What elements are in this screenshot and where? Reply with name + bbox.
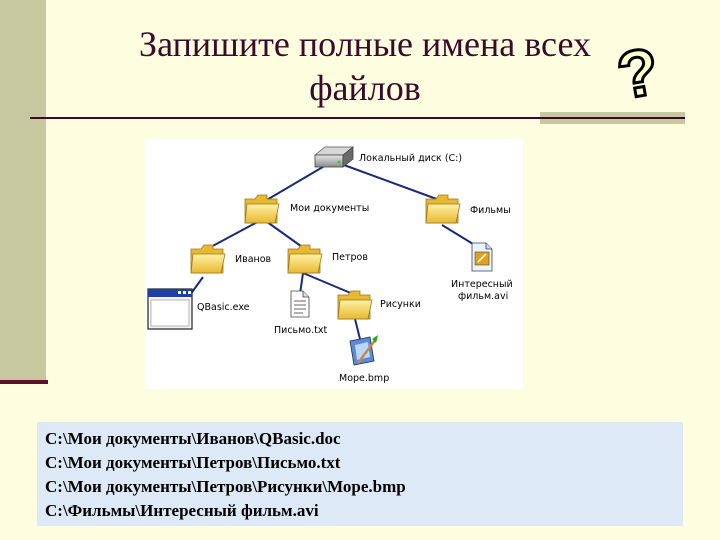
text-file-icon bbox=[290, 290, 310, 318]
folder-icon-pictures bbox=[337, 290, 373, 320]
label-ivanov: Иванов bbox=[235, 254, 272, 265]
slide-title: Запишите полные имена всех файлов bbox=[60, 22, 670, 110]
label-petrov: Петров bbox=[332, 252, 368, 263]
edge-petrov-letter bbox=[299, 272, 304, 295]
answer-line-4: C:\Фильмы\Интересный фильм.avi bbox=[45, 501, 319, 520]
side-accent-line bbox=[0, 380, 48, 384]
edge-mydocs-petrov bbox=[262, 218, 306, 250]
label-pictures: Рисунки bbox=[380, 299, 421, 310]
answer-box: C:\Мои документы\Иванов\QBasic.doc C:\Мо… bbox=[37, 422, 683, 526]
title-rule bbox=[30, 117, 685, 119]
answer-line-2: C:\Мои документы\Петров\Письмо.txt bbox=[45, 453, 341, 472]
video-file-icon bbox=[471, 242, 493, 272]
label-my-documents: Мои документы bbox=[290, 203, 370, 214]
folder-icon-petrov bbox=[287, 244, 323, 274]
application-window-icon bbox=[147, 288, 193, 330]
edge-drive-mydocs bbox=[264, 160, 334, 202]
edge-mydocs-ivanov bbox=[206, 218, 264, 250]
title-line-2: файлов bbox=[309, 68, 421, 108]
label-movies: Фильмы bbox=[470, 205, 511, 216]
label-drive: Локальный диск (C:) bbox=[359, 153, 463, 164]
side-accent-bar bbox=[0, 0, 46, 382]
label-letter-file: Письмо.txt bbox=[274, 325, 328, 336]
label-film-file-line2: фильм.avi bbox=[458, 291, 509, 302]
folder-icon-ivanov bbox=[190, 244, 226, 274]
folder-icon-movies bbox=[425, 194, 461, 224]
answer-line-3: C:\Мои документы\Петров\Рисунки\Море.bmp bbox=[45, 477, 406, 496]
answer-line-1: C:\Мои документы\Иванов\QBasic.doc bbox=[45, 429, 341, 448]
tree-canvas bbox=[147, 146, 493, 366]
folder-icon-mydocs bbox=[244, 194, 280, 224]
title-line-1: Запишите полные имена всех bbox=[139, 24, 591, 64]
tree-edges bbox=[189, 160, 479, 340]
label-sea-file: Море.bmp bbox=[339, 373, 390, 384]
edge-pictures-sea bbox=[354, 318, 361, 340]
edge-drive-movies bbox=[332, 160, 443, 202]
file-tree-diagram: Локальный диск (C:) Мои документы Фильмы… bbox=[145, 139, 523, 389]
label-qbasic-file: QBasic.exe bbox=[197, 302, 250, 313]
image-file-icon bbox=[349, 335, 378, 366]
edge-petrov-pictures bbox=[302, 272, 354, 295]
label-film-file-line1: Интересный bbox=[451, 279, 513, 290]
drive-icon bbox=[313, 146, 355, 168]
